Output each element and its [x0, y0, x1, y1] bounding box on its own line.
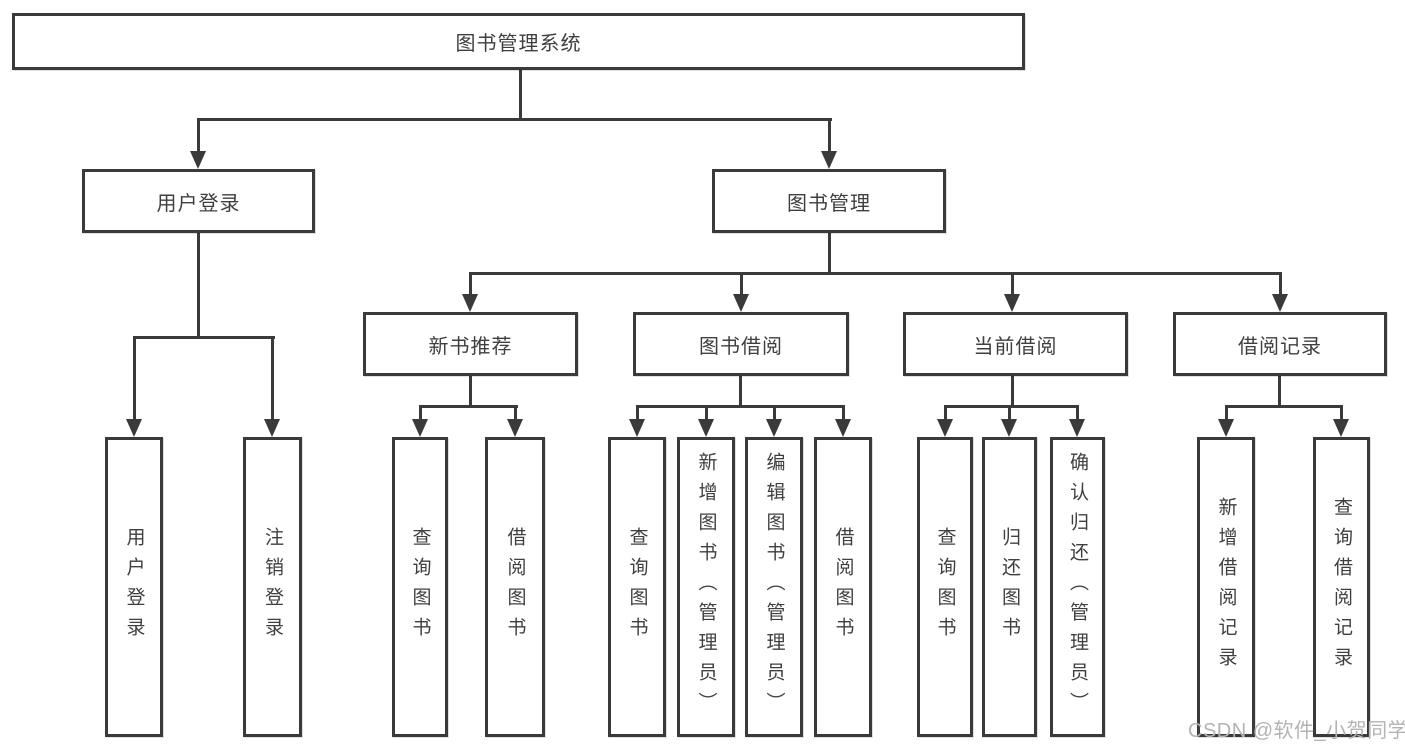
arrow-down-icon [507, 419, 523, 437]
node-label: 新书推荐 [428, 335, 513, 358]
connector-drop [842, 405, 845, 422]
leaf-add-books-admin: 新增图书（管理员） [677, 437, 735, 737]
arrow-down-icon [766, 419, 782, 437]
node-label: 注销登录 [262, 527, 283, 647]
arrow-down-icon [629, 419, 645, 437]
node-label: 查询图书 [409, 527, 431, 647]
arrow-down-icon [1272, 294, 1288, 312]
arrow-down-icon [190, 151, 206, 169]
node-label: 借阅图书 [504, 527, 526, 647]
arrow-down-icon [1218, 419, 1234, 437]
connector-drop-logout-leaf [271, 336, 274, 423]
arrow-down-icon [835, 419, 851, 437]
connector-drop-user-login [197, 118, 200, 155]
node-book-borrow: 图书借阅 [633, 312, 849, 376]
connector-drop-borrow-records [1279, 272, 1282, 298]
node-label: 查询图书 [626, 527, 648, 647]
arrow-down-icon [462, 294, 478, 312]
connector-drop-current-borrow [1011, 272, 1014, 298]
connector-drop [1340, 405, 1343, 422]
connector-book-management-rail [469, 272, 1282, 275]
arrow-down-icon [698, 419, 714, 437]
connector-drop-new-book [469, 272, 472, 298]
arrow-down-icon [1069, 419, 1085, 437]
leaf-query-books-borrow: 查询图书 [608, 437, 666, 737]
leaf-query-borrow-record: 查询借阅记录 [1313, 437, 1370, 737]
node-label: 图书管理 [787, 192, 871, 215]
connector-new-book-stem [469, 375, 472, 408]
leaf-user-login: 用户登录 [105, 437, 163, 737]
node-user-login: 用户登录 [82, 169, 315, 233]
leaf-query-books-current: 查询图书 [917, 437, 973, 737]
leaf-edit-books-admin: 编辑图书（管理员） [745, 437, 803, 737]
connector-drop [705, 405, 708, 422]
connector-drop [1225, 405, 1228, 422]
connector-borrow-records-rail [1225, 405, 1343, 408]
arrow-down-icon [1001, 419, 1017, 437]
arrow-down-icon [264, 419, 280, 437]
connector-drop-book-borrow [740, 272, 743, 298]
node-new-book-recommend: 新书推荐 [363, 312, 578, 376]
node-label: 借阅图书 [832, 527, 854, 647]
connector-borrow-records-stem [1278, 375, 1281, 408]
node-label: 新增借阅记录 [1215, 497, 1237, 677]
leaf-confirm-return-admin: 确认归还（管理员） [1050, 437, 1105, 737]
arrow-down-icon [821, 151, 837, 169]
node-label: 编辑图书（管理员） [763, 452, 785, 722]
node-label: 归还图书 [999, 527, 1020, 647]
connector-user-login-stem [197, 232, 200, 339]
node-book-management: 图书管理 [712, 169, 946, 233]
connector-drop [944, 405, 947, 422]
connector-drop [1008, 405, 1011, 422]
node-label: 查询图书 [934, 527, 956, 647]
leaf-query-books-recommend: 查询图书 [392, 437, 448, 737]
node-borrow-records: 借阅记录 [1173, 312, 1387, 376]
arrow-down-icon [126, 419, 142, 437]
node-label: 新增图书（管理员） [695, 452, 717, 722]
arrow-down-icon [937, 419, 953, 437]
leaf-return-books: 归还图书 [982, 437, 1037, 737]
connector-user-login-rail [133, 336, 275, 339]
arrow-down-icon [412, 419, 428, 437]
connector-drop [419, 405, 422, 422]
arrow-down-icon [733, 294, 749, 312]
node-label: 借阅记录 [1238, 335, 1322, 358]
node-library-system: 图书管理系统 [12, 13, 1025, 70]
connector-book-management-stem [828, 232, 831, 275]
arrow-down-icon [1333, 419, 1349, 437]
connector-current-borrow-rail [944, 405, 1079, 408]
node-current-borrow: 当前借阅 [903, 312, 1128, 376]
csdn-watermark: CSDN @软件_小贺同学 [1188, 720, 1405, 742]
node-label: 用户登录 [123, 527, 145, 647]
connector-book-borrow-stem [739, 375, 742, 408]
connector-book-borrow-rail [636, 405, 845, 408]
connector-drop-login-leaf [133, 336, 136, 423]
node-label: 用户登录 [156, 192, 241, 215]
connector-current-borrow-stem [1011, 375, 1014, 408]
leaf-logout: 注销登录 [243, 437, 302, 737]
node-label: 查询借阅记录 [1331, 497, 1352, 677]
connector-root-stem [519, 67, 522, 121]
node-label: 当前借阅 [973, 335, 1058, 358]
connector-drop [514, 405, 517, 422]
node-label: 图书管理系统 [455, 33, 582, 55]
leaf-borrow-books: 借阅图书 [814, 437, 872, 737]
arrow-down-icon [1004, 294, 1020, 312]
connector-new-book-rail [419, 405, 518, 408]
connector-drop [1076, 405, 1079, 422]
connector-drop [636, 405, 639, 422]
leaf-add-borrow-record: 新增借阅记录 [1197, 437, 1255, 737]
connector-root-rail [197, 118, 832, 121]
node-label: 图书借阅 [699, 335, 783, 358]
leaf-borrow-books-recommend: 借阅图书 [485, 437, 545, 737]
connector-drop [773, 405, 776, 422]
connector-drop-book-management [828, 118, 831, 155]
node-label: 确认归还（管理员） [1067, 452, 1088, 722]
